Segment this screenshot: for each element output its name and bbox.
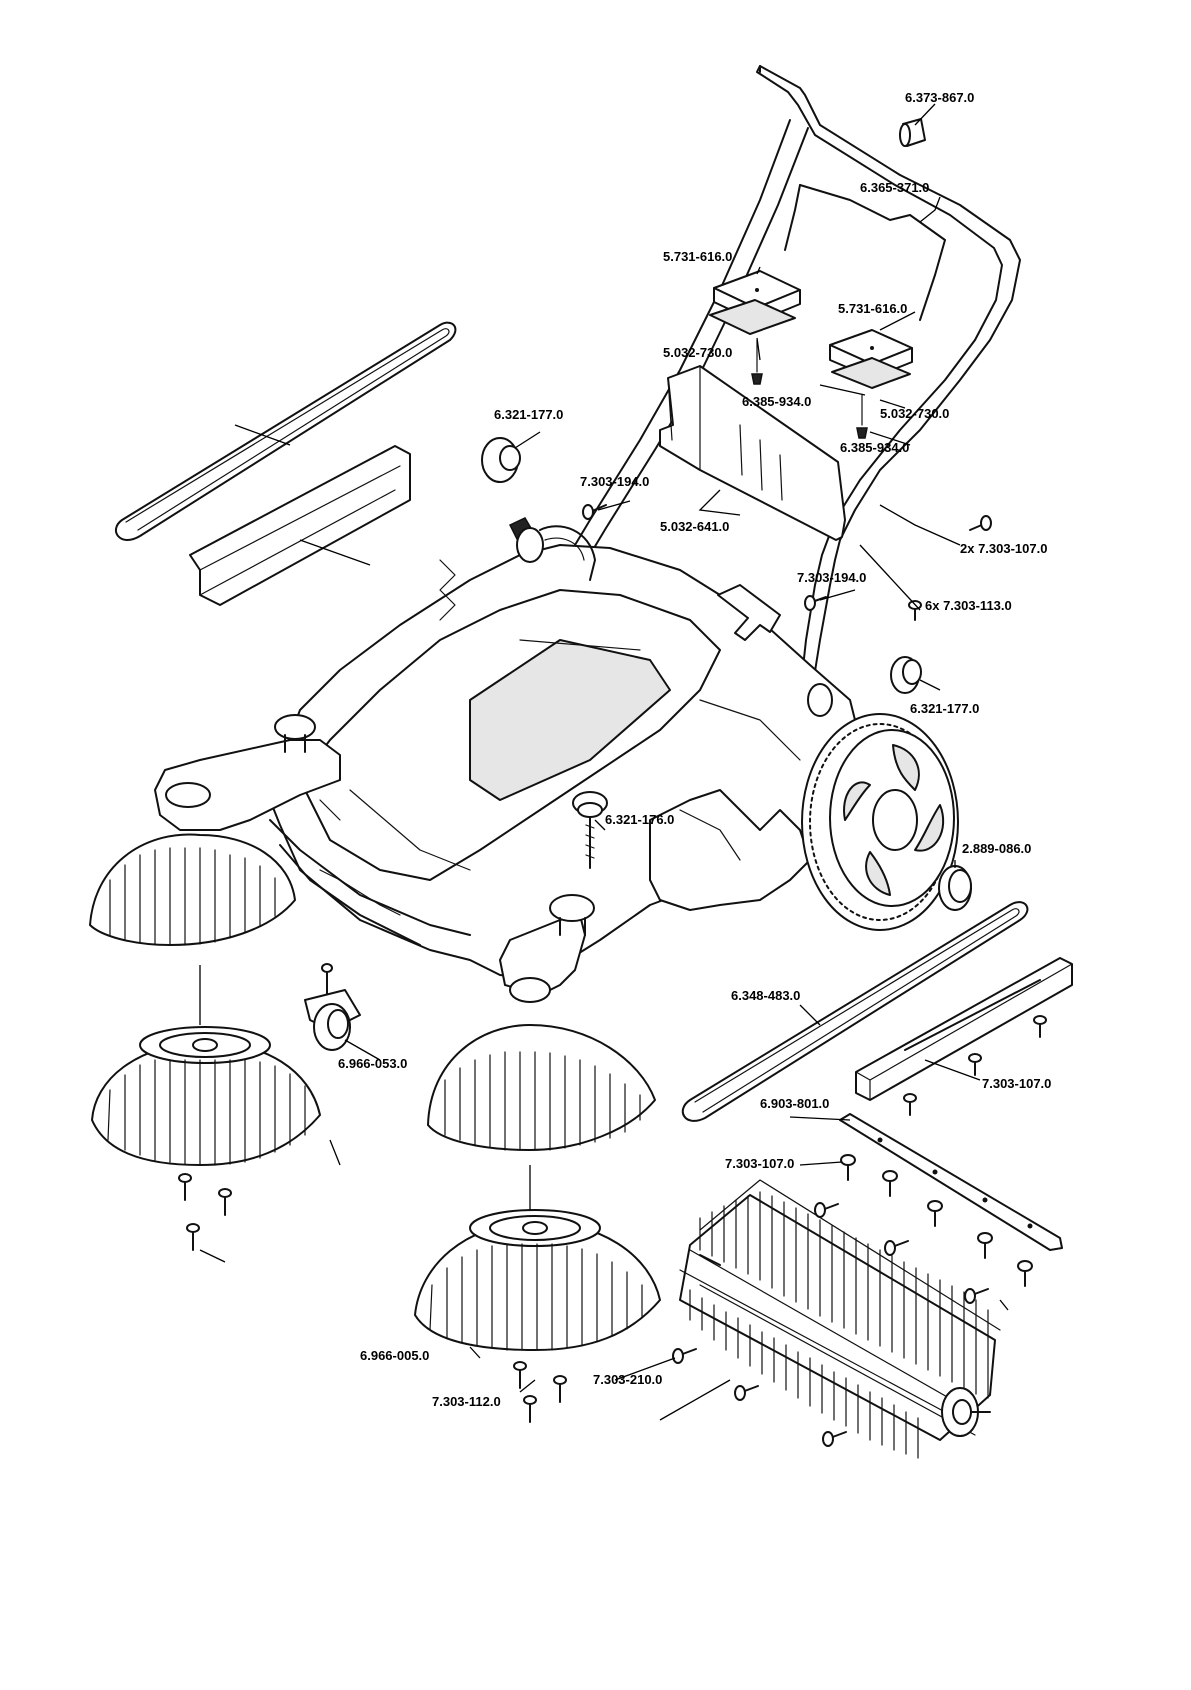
side-brush-left-mounted xyxy=(89,714,341,946)
screw-7-303-194-lower xyxy=(804,595,827,611)
screw-7-303-194-upper xyxy=(582,504,607,520)
wire-bail-part xyxy=(784,184,946,321)
label-screw-210: 7.303-210.0 xyxy=(593,1372,662,1387)
label-caster-wheel: 6.966-053.0 xyxy=(338,1056,407,1071)
adjust-knob-with-rod xyxy=(572,791,608,869)
label-cushion-pad-left: 5.731-616.0 xyxy=(663,249,732,264)
label-wheel-cap: 2.889-086.0 xyxy=(962,841,1031,856)
leader-lines xyxy=(199,103,1009,1421)
side-rail-lower-right xyxy=(855,957,1073,1101)
cushion-pad-left xyxy=(709,270,801,385)
label-screw-107-2x: 2x 7.303-107.0 xyxy=(960,541,1047,556)
label-wire-bail: 6.365-371.0 xyxy=(860,180,929,195)
label-screw-194-lower: 7.303-194.0 xyxy=(797,570,866,585)
label-adjust-knob-rod: 6.321-176.0 xyxy=(605,812,674,827)
assembly-lines xyxy=(199,965,531,1210)
label-knob-upper: 6.321-177.0 xyxy=(494,407,563,422)
rear-panel-part xyxy=(659,365,846,541)
screws-right-rail xyxy=(903,1015,1047,1116)
screws-roller-area xyxy=(672,1154,1033,1447)
sealing-strip-part xyxy=(839,1113,1063,1251)
knob-upper-left xyxy=(481,437,521,483)
side-brush-right-mounted xyxy=(427,894,656,1151)
label-rear-panel: 5.032-641.0 xyxy=(660,519,729,534)
label-plate-left: 5.032-730.0 xyxy=(663,345,732,360)
side-brush-left-loose xyxy=(91,1026,321,1166)
screws-left-brush xyxy=(178,1173,232,1251)
label-screw-112: 7.303-112.0 xyxy=(432,1394,501,1409)
wheel-cap-part xyxy=(938,865,972,911)
caster-wheel-part xyxy=(304,963,361,1051)
screw-7-303-107-top xyxy=(969,515,992,531)
label-handle-grip: 6.373-867.0 xyxy=(905,90,974,105)
part-labels: 6.373-867.0 6.365-371.0 5.731-616.0 5.73… xyxy=(338,90,1051,1409)
knob-right xyxy=(890,656,922,694)
label-plate-right: 5.032-730.0 xyxy=(880,406,949,421)
sweeper-body xyxy=(267,517,861,981)
label-screw-left-pad: 6.385-934.0 xyxy=(742,394,811,409)
label-screw-107-strip: 7.303-107.0 xyxy=(725,1156,794,1171)
label-sealing-strip: 6.903-801.0 xyxy=(760,1096,829,1111)
label-knob-right: 6.321-177.0 xyxy=(910,701,979,716)
screws-center-brush xyxy=(513,1361,567,1423)
main-roller-brush xyxy=(679,1179,1001,1459)
label-side-brush: 6.966-005.0 xyxy=(360,1348,429,1363)
label-screw-113-6x: 6x 7.303-113.0 xyxy=(925,598,1012,613)
label-screw-194-upper: 7.303-194.0 xyxy=(580,474,649,489)
cushion-pad-right xyxy=(829,329,913,439)
handle-grip-part xyxy=(899,118,926,147)
label-screw-right-pad: 6.385-934.0 xyxy=(840,440,909,455)
label-cushion-pad-right: 5.731-616.0 xyxy=(838,301,907,316)
side-brush-center-loose xyxy=(414,1209,661,1351)
label-screw-107-rail: 7.303-107.0 xyxy=(982,1076,1051,1091)
wheel-right xyxy=(801,713,959,931)
label-drive-belt: 6.348-483.0 xyxy=(731,988,800,1003)
drive-belt-left xyxy=(115,321,457,541)
drive-belt-right xyxy=(681,901,1029,1122)
side-rail-upper-left xyxy=(189,445,411,606)
